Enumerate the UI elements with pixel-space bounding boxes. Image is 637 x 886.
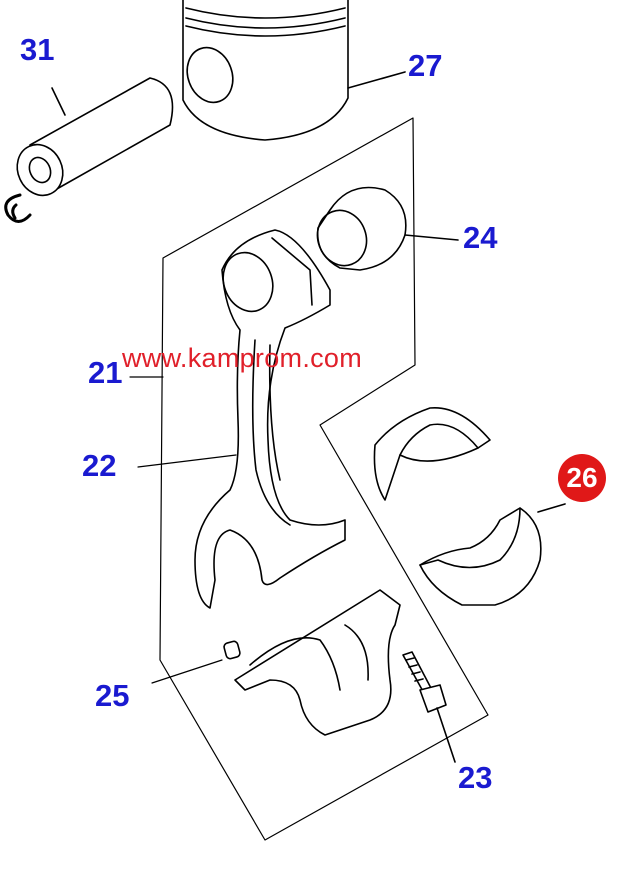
callout-22: 22 xyxy=(82,448,117,483)
leader-lines xyxy=(129,376,237,684)
callout-31: 31 xyxy=(20,32,55,67)
piston-pin-part xyxy=(16,77,174,197)
connecting-rod-part xyxy=(194,229,346,609)
callout-24: 24 xyxy=(463,220,498,255)
assembly-frame xyxy=(159,117,489,841)
bearing-shell-upper xyxy=(373,407,491,501)
callout-23: 23 xyxy=(458,760,493,795)
piston-part xyxy=(182,0,406,141)
callout-27: 27 xyxy=(408,48,443,83)
bearing-shell-lower xyxy=(419,503,566,606)
callout-21: 21 xyxy=(88,355,123,390)
bolt-part xyxy=(402,651,456,763)
callout-25: 25 xyxy=(95,678,130,713)
rod-cap-part xyxy=(223,589,401,736)
callout-26-badge: 26 xyxy=(558,454,606,502)
snap-ring-part xyxy=(4,193,32,223)
watermark-text: www.kamprom.com xyxy=(122,343,363,373)
bushing-part xyxy=(316,186,459,271)
